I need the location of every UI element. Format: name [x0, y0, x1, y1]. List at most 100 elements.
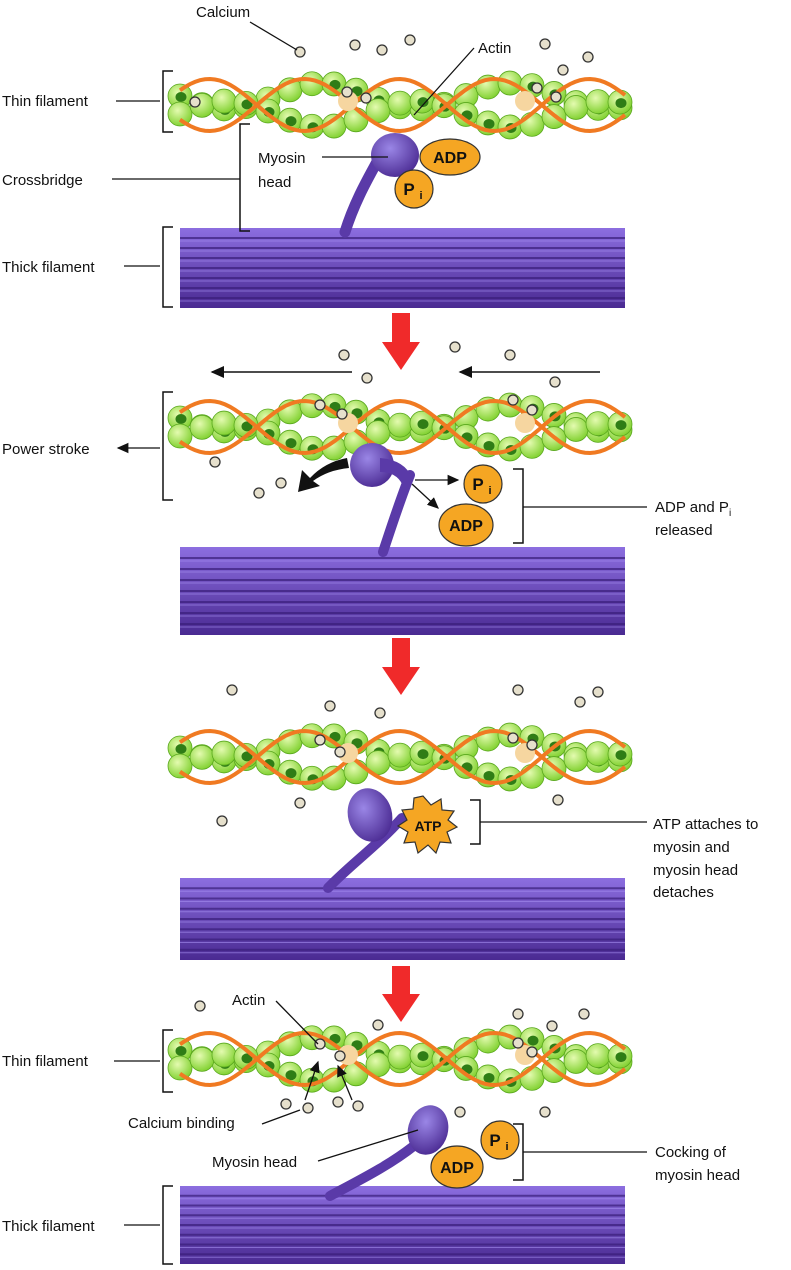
- adp-label: ADP: [433, 150, 467, 167]
- calcium-ion: [592, 686, 604, 698]
- adp-molecule: [438, 503, 494, 547]
- calcium-binding-arrow-2: [337, 1064, 353, 1101]
- atp-starburst: [396, 795, 459, 855]
- calcium-ion: [280, 1098, 292, 1110]
- actin-bead: [167, 1055, 193, 1081]
- actin-bead: [167, 753, 193, 779]
- myosin-head: [347, 788, 393, 842]
- calcium-ions: [209, 341, 561, 499]
- calcium-ion: [512, 684, 524, 696]
- actin-binding-site: [285, 1070, 297, 1081]
- calcium-ion: [376, 44, 388, 56]
- actin-bead: [519, 763, 545, 789]
- calcium-ion: [539, 38, 551, 50]
- calcium-ion: [578, 1008, 590, 1020]
- actin-binding-site: [527, 1035, 539, 1046]
- tropomyosin-strand: [178, 76, 627, 134]
- calcium-ion: [361, 372, 373, 384]
- actin-bead: [519, 1065, 545, 1091]
- troponin: [338, 91, 358, 111]
- actin-bead: [585, 741, 611, 767]
- actin-bead: [211, 1042, 237, 1068]
- actin-bead: [563, 95, 589, 120]
- actin-bead: [189, 744, 215, 770]
- actin-bead: [563, 417, 589, 442]
- thin-filament-bracket: [162, 70, 173, 133]
- cocking-label-line2: myosin head: [655, 1167, 740, 1184]
- stage-power-stroke: P i ADP Power stroke ADP and Pi released: [2, 341, 731, 635]
- released-text: ADP and P: [655, 499, 729, 516]
- thin-filament: [167, 392, 633, 462]
- myosin-head-label: Myosin head: [212, 1154, 297, 1171]
- calcium-ions: [216, 684, 604, 827]
- released-bracket: [513, 468, 524, 544]
- calcium-ion: [302, 1102, 314, 1114]
- actin-binding-site: [241, 421, 253, 432]
- thick-filament: [180, 1186, 625, 1264]
- calcium-ion: [449, 341, 461, 353]
- myosin-head: [371, 133, 419, 177]
- myosin-neck: [323, 813, 407, 893]
- actin-bead: [563, 1049, 589, 1074]
- actin-leader: [275, 1000, 319, 1045]
- atp-label-line3: myosin head: [653, 862, 738, 879]
- thin-filament-label: Thin filament: [2, 1053, 89, 1070]
- calcium-ion: [314, 734, 326, 746]
- actin-bead: [167, 101, 193, 127]
- troponin: [515, 91, 535, 111]
- calcium-ion: [504, 349, 516, 361]
- crossbridge-bracket: [239, 123, 250, 232]
- released-label-line1: ADP and Pi: [655, 499, 731, 519]
- thick-filament-bracket: [162, 1185, 173, 1265]
- myosin-neck: [325, 1140, 420, 1201]
- calcium-ion: [341, 86, 353, 98]
- pi-label: P: [489, 1131, 500, 1150]
- actin-bead: [387, 1044, 413, 1070]
- calcium-ion: [512, 1008, 524, 1020]
- calcium-ion: [549, 376, 561, 388]
- actin-bead: [343, 759, 369, 785]
- thin-filament: [167, 1024, 633, 1094]
- calcium-ion: [314, 1038, 326, 1050]
- actin-binding-site: [417, 749, 429, 760]
- actin-bead: [563, 747, 589, 772]
- actin-binding-site: [417, 419, 429, 430]
- myosin-head-leader: [317, 1129, 419, 1162]
- cocking-label-line1: Cocking of: [655, 1144, 727, 1161]
- stage-cocking: P i ADP Actin Thin filament Calcium bind…: [2, 992, 740, 1265]
- calcium-ion: [209, 456, 221, 468]
- myosin-neck: [339, 154, 384, 238]
- adp-label: ADP: [440, 1160, 474, 1177]
- actin-binding-site: [285, 116, 297, 127]
- calcium-ion: [557, 64, 569, 76]
- calcium-ion: [334, 746, 346, 758]
- troponin: [515, 413, 535, 433]
- calcium-ion: [338, 349, 350, 361]
- calcium-label: Calcium: [196, 4, 250, 21]
- calcium-ion: [194, 1000, 206, 1012]
- actin-bead: [585, 1043, 611, 1069]
- actin-bead: [189, 414, 215, 440]
- actin-binding-site: [241, 99, 253, 110]
- thin-filament: [167, 722, 633, 792]
- calcium-binding-label: Calcium binding: [128, 1115, 235, 1132]
- actin-bead: [519, 111, 545, 137]
- actin-bead: [343, 1061, 369, 1087]
- atp-label-line1: ATP attaches to: [653, 816, 758, 833]
- calcium-ion: [507, 394, 519, 406]
- calcium-ion: [574, 696, 586, 708]
- calcium-ion: [582, 51, 594, 63]
- calcium-ion: [374, 707, 386, 719]
- tropomyosin-strand: [178, 1030, 627, 1088]
- thick-filament-label: Thick filament: [2, 1218, 95, 1235]
- crossbridge-label: Crossbridge: [2, 172, 83, 189]
- thin-filament-bracket: [162, 1029, 173, 1093]
- calcium-ion: [526, 739, 538, 751]
- tropomyosin-strand: [178, 728, 627, 786]
- calcium-ion: [314, 399, 326, 411]
- calcium-ion: [349, 39, 361, 51]
- actin-bead: [519, 433, 545, 459]
- tropomyosin-strand: [178, 398, 627, 456]
- calcium-ion: [324, 700, 336, 712]
